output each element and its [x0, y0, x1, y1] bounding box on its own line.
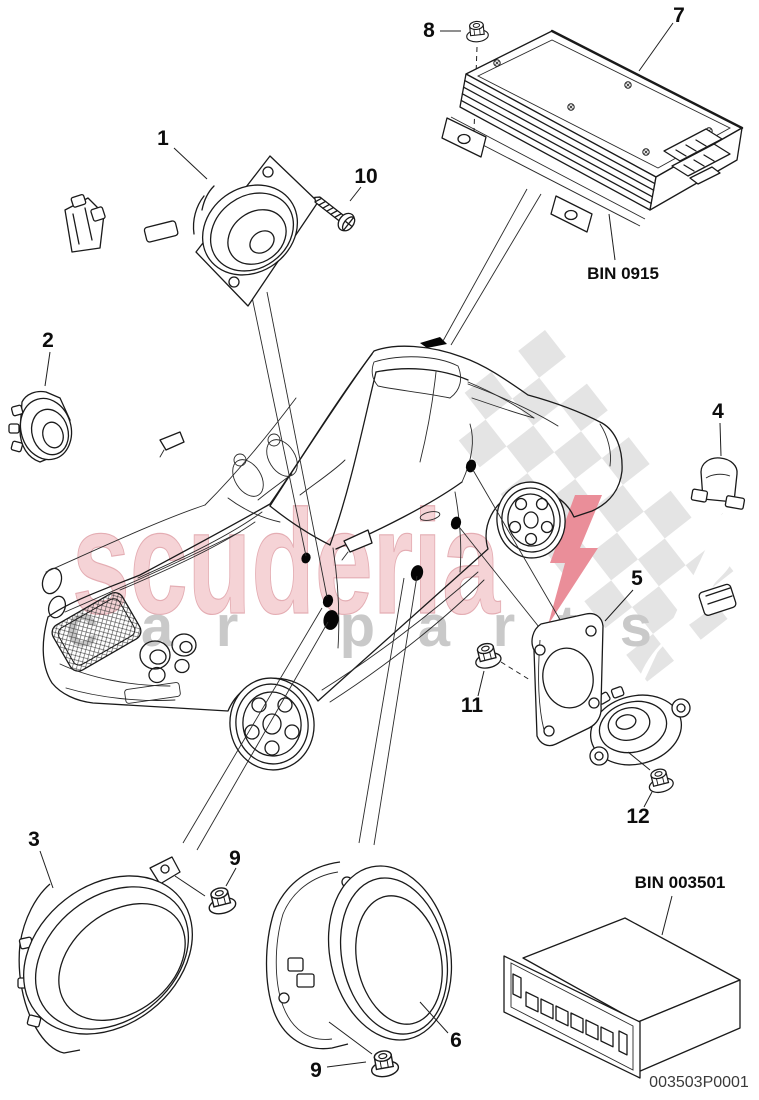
callout-leader-1: [173, 147, 208, 180]
callout-leader-9: [225, 867, 237, 887]
callout-leader-9: [326, 1061, 367, 1068]
nut-9-lower: [367, 1048, 401, 1080]
callout-11-flange-nut[interactable]: 11: [461, 694, 484, 717]
harness-connector: [64, 193, 106, 253]
cable-cap-connector: [690, 457, 746, 510]
lightning-bolt-watermark: [548, 495, 602, 625]
callout-leader-6: [419, 1001, 449, 1034]
callout-10-tapping-screw[interactable]: 10: [354, 165, 377, 188]
amplifier: [441, 29, 744, 233]
speaker-gasket: [531, 612, 604, 747]
callout-leader-11: [477, 670, 485, 697]
watermark-brand-text: scuderia: [72, 480, 501, 645]
callout-leader-5: [604, 589, 634, 622]
fan-leader-lines: [182, 188, 599, 851]
car-illustration: [41, 345, 623, 771]
figure-code: 003503P0001: [649, 1074, 749, 1091]
callout-9-flange-nut[interactable]: 9: [229, 847, 241, 870]
callout-leader-4: [719, 422, 722, 457]
callout-leader-12: [643, 791, 653, 808]
amplifier-connector: [663, 128, 731, 185]
nut-9-upper: [204, 884, 239, 918]
tweeter-speaker: [8, 390, 73, 463]
callout-6-door-speaker[interactable]: 6: [450, 1029, 462, 1052]
front-speaker-assembly: [64, 155, 319, 307]
speaker-position-markers: [301, 337, 477, 630]
door-speaker: [265, 861, 453, 1055]
bin-003501-label[interactable]: BIN 003501: [635, 873, 726, 892]
callout-5-speaker-gasket[interactable]: 5: [631, 567, 643, 590]
watermark: scuderia car parts: [66, 330, 734, 682]
tapping-screw: [314, 196, 356, 232]
nut-12: [644, 765, 676, 796]
callout-8-flange-nut[interactable]: 8: [423, 19, 435, 42]
rear-wheel: [496, 481, 566, 559]
callout-4-rear-speaker-cable-assembly[interactable]: 4: [712, 400, 724, 423]
callout-9-flange-nut[interactable]: 9: [310, 1059, 322, 1082]
callout-leader-7: [638, 22, 674, 72]
callout-7-amplifier[interactable]: 7: [673, 4, 685, 27]
radio-head-unit: [503, 917, 741, 1079]
callout-1-front-speaker-with-harness[interactable]: 1: [157, 127, 169, 150]
callout-leader-10: [349, 186, 362, 202]
callout-12-flange-nut[interactable]: 12: [626, 805, 649, 828]
callout-3-oval-bass-speaker[interactable]: 3: [28, 828, 40, 851]
callout-leader-3: [39, 850, 54, 889]
oval-bass-speaker: [17, 856, 206, 1054]
bin-labels: BIN 0915 BIN 003501: [587, 213, 726, 936]
nut-11: [471, 640, 531, 681]
bin-0915-label[interactable]: BIN 0915: [587, 264, 659, 283]
callout-2-tweeter-speaker[interactable]: 2: [42, 329, 54, 352]
callout-leader-2: [44, 351, 51, 387]
front-wheel: [229, 677, 315, 771]
